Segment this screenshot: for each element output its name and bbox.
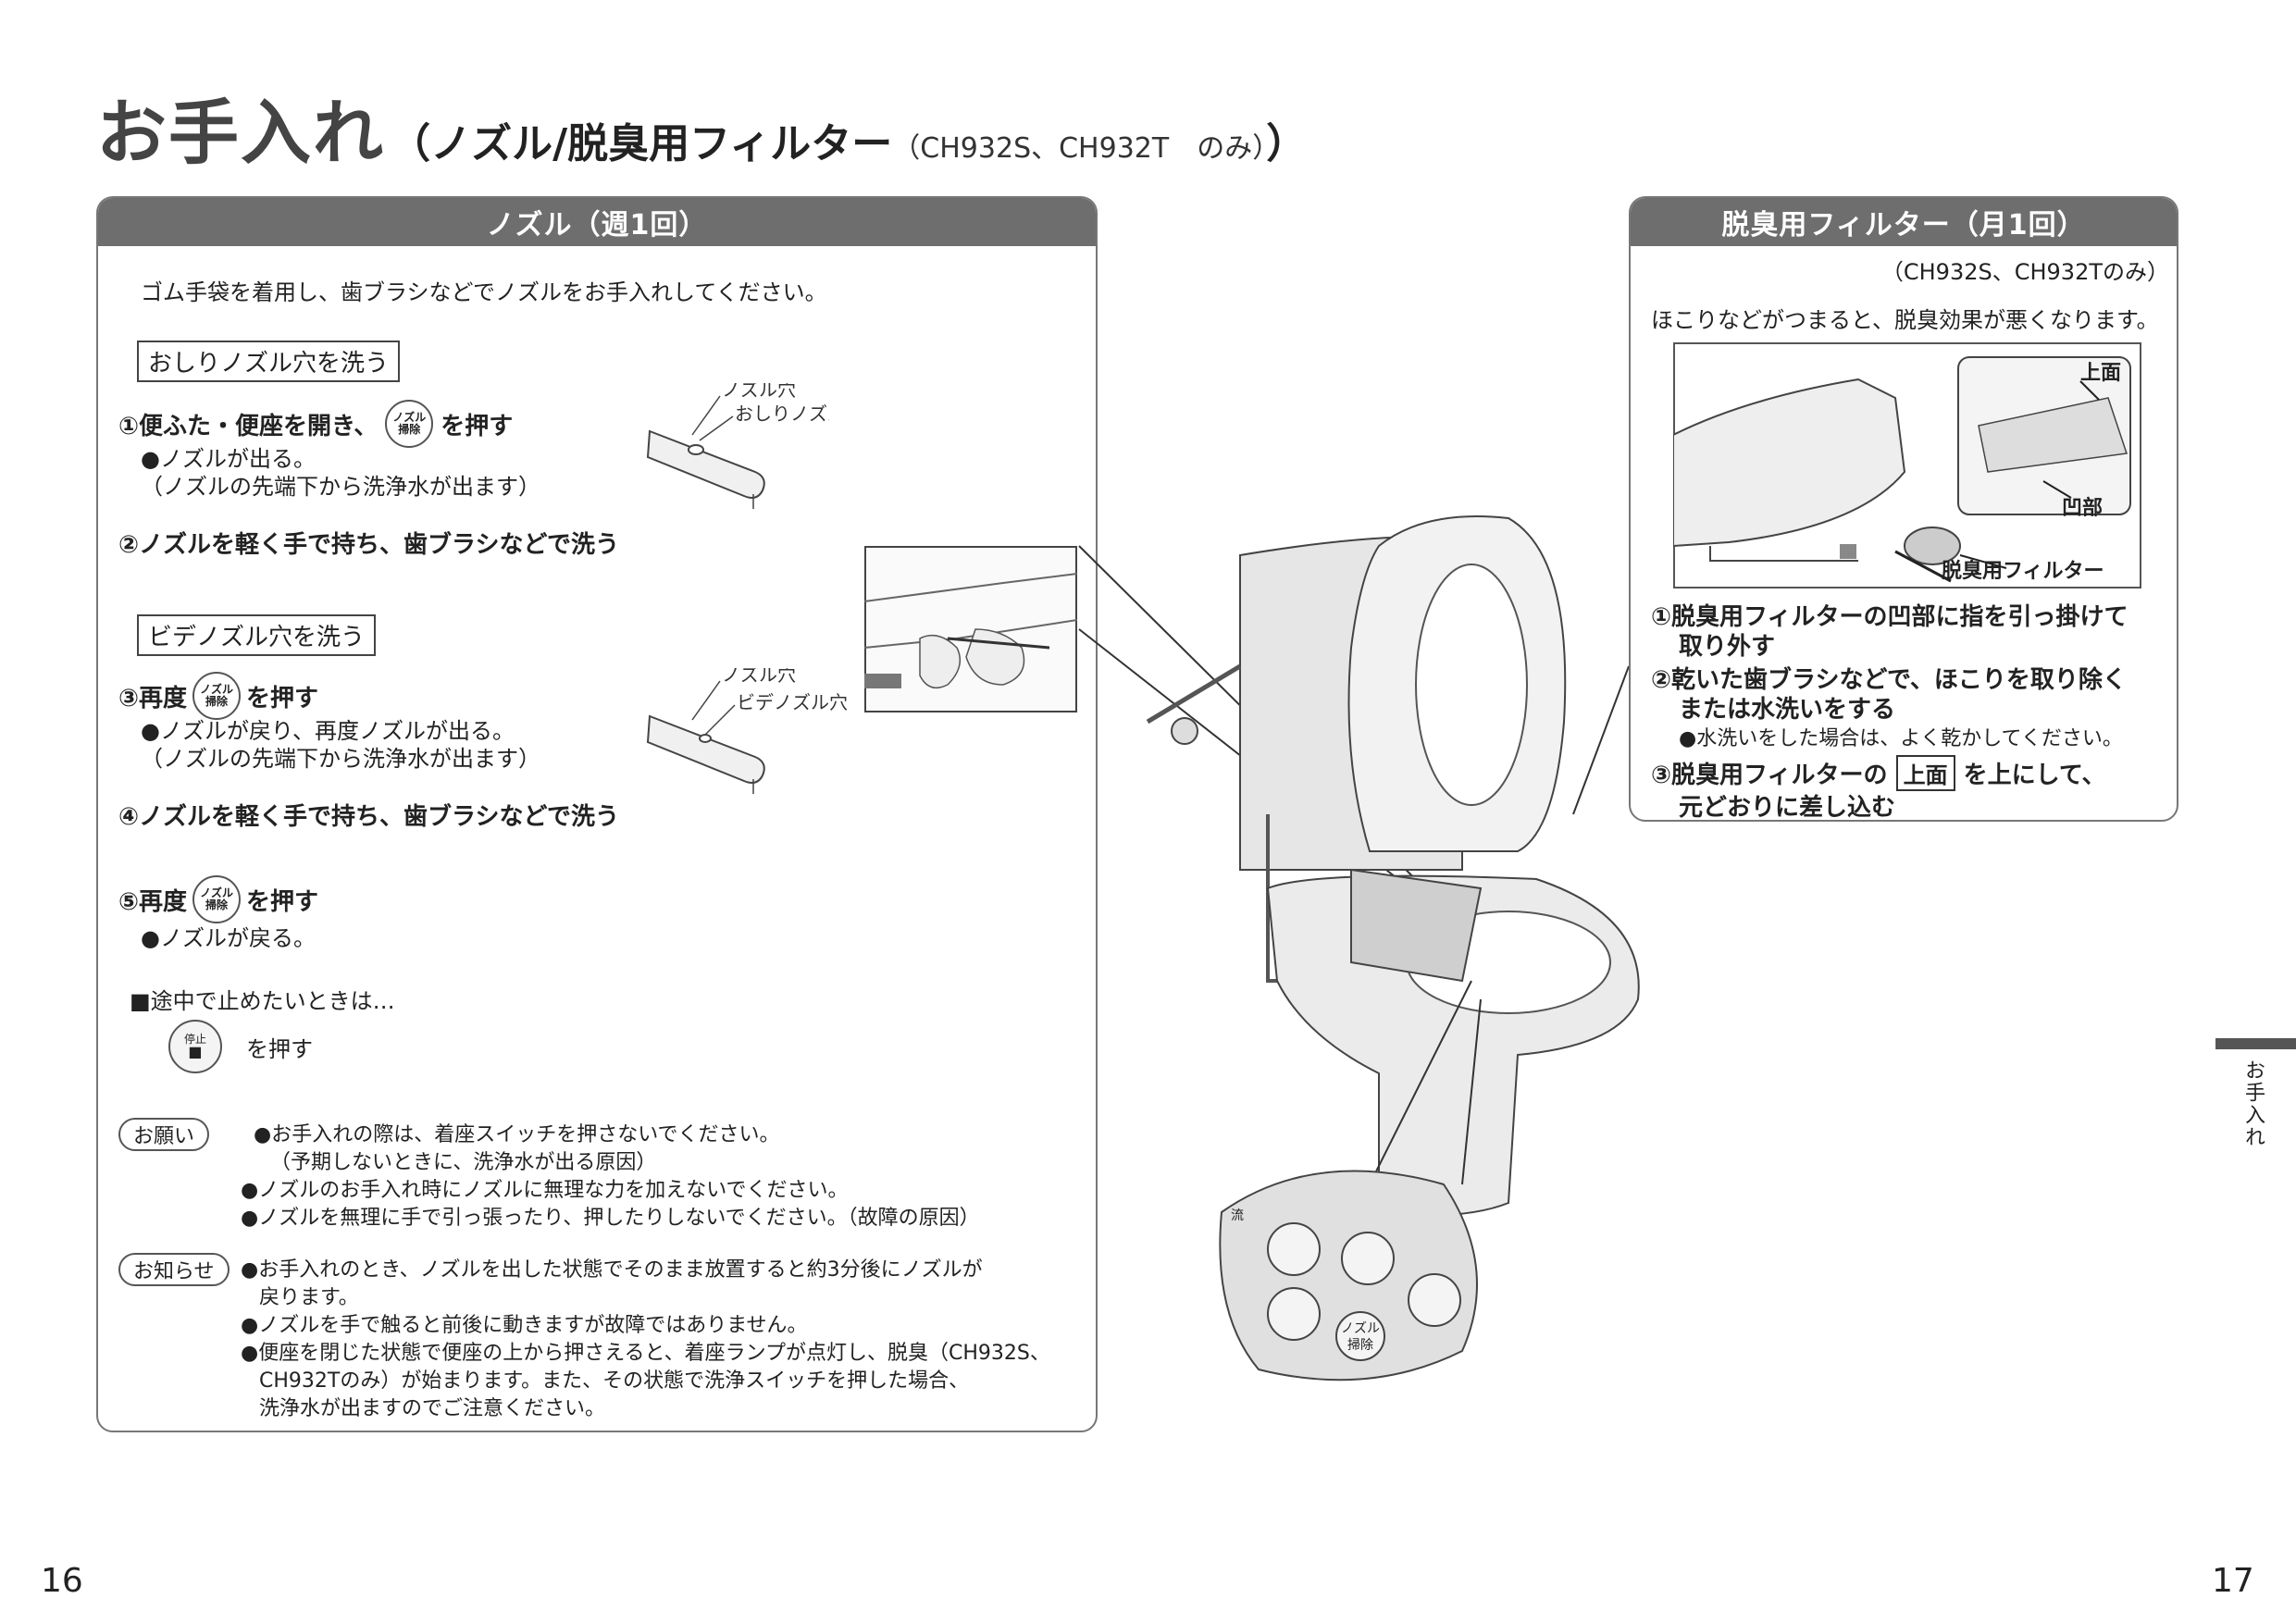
step5: ⑤再度 ノズル掃除 を押す [118, 875, 318, 923]
page-title: お手入れ （ノズル/脱臭用フィルター（CH932S、CH932T のみ）） [96, 76, 1307, 178]
stop-button-icon: 停止■ [168, 1020, 222, 1073]
page-number-right: 17 [2212, 1562, 2254, 1600]
filter-part [1904, 527, 1961, 565]
filter-label-top: 上面 [2080, 362, 2121, 385]
filter-diagram: 上面 凹部 脱臭用フィルター [1673, 342, 2141, 588]
notice-item: CH932Tのみ）が始まります。また、その状態で洗浄スイッチを押した場合、 [259, 1369, 970, 1393]
toilet-illustration: ノズル 掃除 流 [1078, 515, 1640, 1381]
request-item: ●お手入れの際は、着座スイッチを押さないでください。 [254, 1123, 780, 1146]
filter-panel-header: 脱臭用フィルター（月1回） [1631, 198, 2177, 246]
diagram2-label-bide: ビデノズル穴 [737, 691, 848, 713]
nozzle-clean-button-icon: ノズル掃除 [192, 672, 242, 720]
filter-step1-line2: 取り外す [1679, 633, 1776, 661]
step1-note: （ノズルの先端下から洗浄水が出ます） [141, 474, 540, 500]
filter-step3-text-a: ③脱臭用フィルターの [1651, 762, 1888, 789]
stop-text: を押す [246, 1035, 313, 1062]
page-number-left: 16 [41, 1562, 83, 1600]
title-open-paren: （ [390, 120, 431, 167]
section-bide-label: ビデノズル穴を洗う [137, 614, 377, 656]
btn-nozzle-line1: ノズル [200, 886, 234, 899]
filter-label-filter: 脱臭用フィルター [1942, 559, 2104, 583]
filter-step2-line2: または水洗いをする [1679, 696, 1896, 724]
diagram1-label-hole: ノズル穴 [722, 383, 796, 401]
nozzle-diagram-bide: ノズル穴 ビデノズル穴 [646, 668, 848, 794]
hand-cleaning-illustration [864, 546, 1077, 712]
nozzle-panel-header: ノズル（週1回） [98, 198, 1096, 246]
step3-text-b: を押す [246, 684, 319, 712]
btn-nozzle-line2: 掃除 [205, 695, 229, 708]
filter-step1-line1: ①脱臭用フィルターの凹部に指を引っ掛けて [1651, 603, 2128, 631]
filter-panel: 脱臭用フィルター（月1回） （CH932S、CH932Tのみ） ほこりなどがつま… [1629, 196, 2178, 822]
side-tab-bar [2215, 1038, 2296, 1049]
step1-bullet: ●ノズルが出る。 [141, 446, 316, 472]
title-sub: ノズル/脱臭用フィルター [430, 120, 893, 167]
step1-text-b: を押す [441, 412, 514, 440]
btn-nozzle-line1: ノズル [200, 683, 234, 696]
step5-text-b: を押す [246, 887, 319, 916]
filter-step3-text-b: を上にして、 [1963, 762, 2106, 789]
request-item: （予期しないときに、洗浄水が出る原因） [270, 1151, 657, 1174]
step3-note: （ノズルの先端下から洗浄水が出ます） [141, 746, 540, 772]
step5-text-a: ⑤再度 [118, 887, 188, 916]
remote-partial-char: 流 [1231, 1208, 1244, 1223]
filter-step3-line2: 元どおりに差し込む [1679, 794, 1896, 822]
notice-item: ●お手入れのとき、ノズルを出した状態でそのまま放置すると約3分後にノズルが [241, 1258, 983, 1282]
step5-bullet: ●ノズルが戻る。 [141, 925, 316, 951]
notice-tag: お知らせ [118, 1253, 230, 1286]
filter-step2-bullet: ●水洗いをした場合は、よく乾かしてください。 [1679, 727, 2123, 750]
step3: ③再度 ノズル掃除 を押す [118, 672, 318, 720]
btn-nozzle-line1: ノズル [392, 411, 427, 424]
btn-stop-symbol: ■ [188, 1043, 203, 1060]
remote-nozzle-line2: 掃除 [1347, 1337, 1373, 1353]
btn-nozzle-line2: 掃除 [205, 898, 229, 911]
title-models: （CH932S、CH932T のみ） [892, 132, 1267, 165]
step4: ④ノズルを軽く手で持ち、歯ブラシなどで洗う [118, 803, 619, 831]
btn-nozzle-line2: 掃除 [398, 423, 421, 436]
remote-nozzle-line1: ノズル [1341, 1321, 1380, 1336]
request-item: ●ノズルのお手入れ時にノズルに無理な力を加えないでください。 [241, 1179, 849, 1202]
filter-label-recess: 凹部 [2062, 496, 2103, 520]
notice-tag-wrap: お知らせ [118, 1253, 230, 1286]
nozzle-panel: ノズル（週1回） ゴム手袋を着用し、歯ブラシなどでノズルをお手入れしてください。… [96, 196, 1098, 1432]
request-tag-wrap: お願い [118, 1118, 210, 1151]
nozzle-clean-button-icon: ノズル掃除 [385, 400, 434, 448]
filter-models: （CH932S、CH932Tのみ） [1880, 259, 2169, 285]
notice-item: 戻ります。 [259, 1286, 359, 1309]
filter-step3-line1: ③脱臭用フィルターの 上面 を上にして、 [1651, 755, 2106, 791]
side-tab-label: お手入れ [2241, 1059, 2265, 1148]
step3-bullet: ●ノズルが戻り、再度ノズルが出る。 [141, 718, 515, 744]
stop-row: 停止■ を押す [168, 1020, 313, 1073]
title-main: お手入れ [96, 92, 385, 174]
notice-item: ●便座を閉じた状態で便座の上から押さえると、着座ランプが点灯し、脱臭（CH932… [241, 1342, 1050, 1365]
btn-stop-label: 停止 [183, 1033, 206, 1046]
nozzle-clean-button-icon: ノズル掃除 [192, 875, 242, 923]
nozzle-diagram-oshiri: ノズル穴 おしりノズル穴 [646, 383, 829, 509]
filter-intro: ほこりなどがつまると、脱臭効果が悪くなります。 [1651, 307, 2159, 333]
filter-step2-line1: ②乾いた歯ブラシなどで、ほこりを取り除く [1651, 666, 2127, 694]
nozzle-intro: ゴム手袋を着用し、歯ブラシなどでノズルをお手入れしてください。 [141, 279, 827, 305]
diagram2-label-hole: ノズル穴 [722, 668, 796, 686]
step1: ①便ふた・便座を開き、 ノズル掃除 を押す [118, 400, 513, 448]
filter-step3-key: 上面 [1895, 755, 1955, 791]
notice-item: ●ノズルを手で触ると前後に動きますが故障ではありません。 [241, 1314, 808, 1337]
notice-item: 洗浄水が出ますのでご注意ください。 [259, 1397, 606, 1420]
step1-text-a: ①便ふた・便座を開き、 [118, 412, 379, 440]
diagram1-label-oshiri: おしりノズル穴 [735, 403, 829, 425]
remote-nozzle-button-icon [1335, 1311, 1385, 1361]
stop-heading: ■途中で止めたいときは… [130, 988, 395, 1014]
section-oshiri-label: おしりノズル穴を洗う [137, 341, 401, 382]
title-close-paren: ） [1266, 120, 1308, 167]
step3-text-a: ③再度 [118, 684, 188, 712]
request-tag: お願い [118, 1118, 210, 1151]
request-item: ●ノズルを無理に手で引っ張ったり、押したりしないでください。（故障の原因） [241, 1207, 980, 1230]
step2: ②ノズルを軽く手で持ち、歯ブラシなどで洗う [118, 531, 619, 559]
